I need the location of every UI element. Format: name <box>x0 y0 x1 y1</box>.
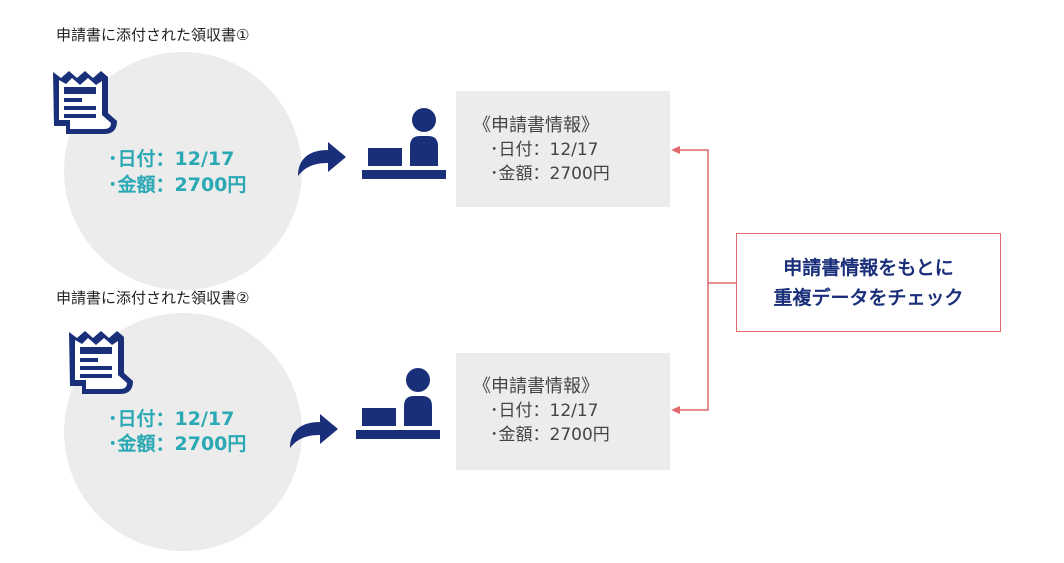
receipt-1-amount: ･金額：2700円 <box>108 174 247 196</box>
receipt-2-amount: ･金額：2700円 <box>108 433 247 455</box>
callout-line-2: 重複データをチェック <box>773 286 964 309</box>
receipt-1-date: ･日付：12/17 <box>108 148 235 170</box>
info-box-2-date: ･日付：12/17 <box>490 401 599 421</box>
receipt-icon <box>53 71 117 134</box>
info-box-2-title: 《申請書情報》 <box>473 376 599 397</box>
person-at-desk-icon <box>362 108 446 179</box>
info-box-2-amount: ･金額：2700円 <box>490 425 610 445</box>
curved-arrow-icon <box>290 414 338 448</box>
receipt-2-date: ･日付：12/17 <box>108 408 235 430</box>
receipt-icon <box>69 331 133 394</box>
receipt-caption-1: 申請書に添付された領収書① <box>56 26 250 44</box>
info-box-1-title: 《申請書情報》 <box>473 115 599 136</box>
callout-box: 申請書情報をもとに 重複データをチェック <box>736 233 1001 332</box>
info-box-1-amount: ･金額：2700円 <box>490 164 610 184</box>
info-box-1: 《申請書情報》 ･日付：12/17 ･金額：2700円 <box>456 91 670 207</box>
person-at-desk-icon <box>356 368 440 439</box>
info-box-1-date: ･日付：12/17 <box>490 140 599 160</box>
callout-line-1: 申請書情報をもとに <box>783 256 954 279</box>
info-box-2: 《申請書情報》 ･日付：12/17 ･金額：2700円 <box>456 353 670 470</box>
curved-arrow-icon <box>298 142 346 176</box>
receipt-caption-2: 申請書に添付された領収書② <box>56 289 250 307</box>
